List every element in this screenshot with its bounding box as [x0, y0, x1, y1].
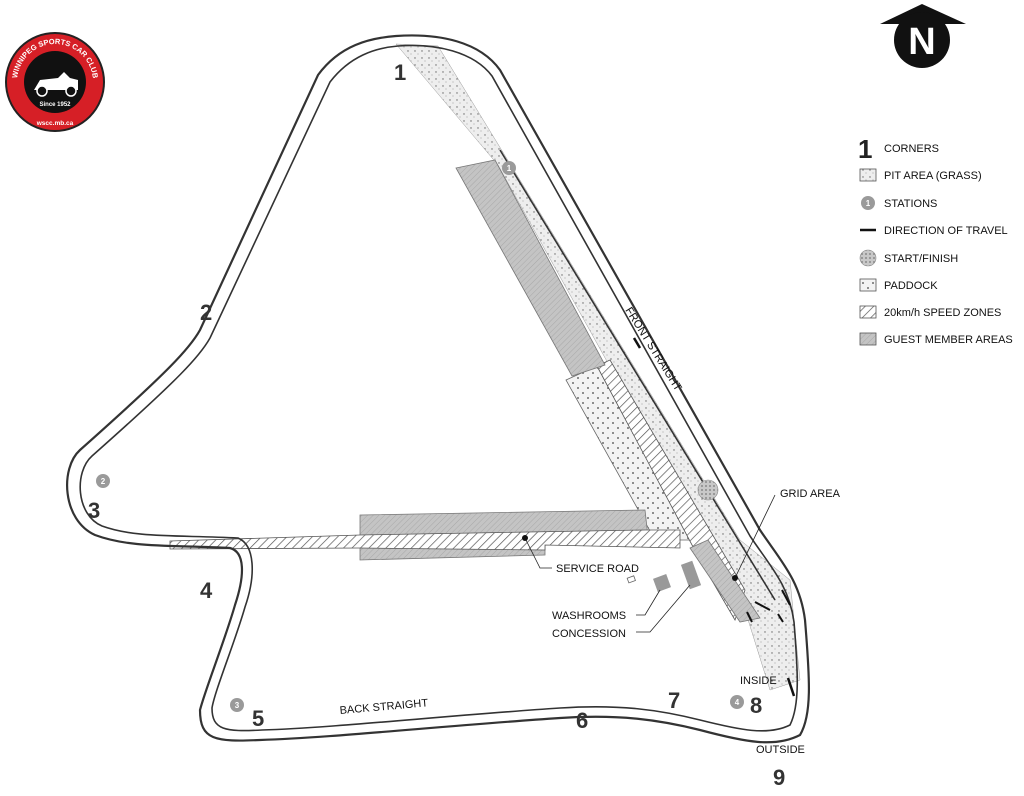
corner-5: 5	[252, 706, 264, 731]
legend-start-finish-swatch	[859, 249, 877, 267]
legend-station-number: 1	[866, 199, 871, 208]
small-marker	[626, 575, 636, 584]
station-4-number: 4	[735, 698, 740, 707]
legend-guest-area-swatch	[859, 332, 877, 346]
legend-corners-symbol: 1	[858, 134, 872, 164]
logo-url: wscc.mb.ca	[36, 120, 74, 127]
station-2: 2	[96, 474, 110, 488]
legend-pit-area: PIT AREA (GRASS)	[884, 170, 982, 182]
corner-8: 8	[750, 693, 762, 718]
car-icon	[34, 72, 78, 90]
pit-area	[395, 43, 801, 691]
corner-1: 1	[394, 60, 406, 85]
grid-area	[689, 539, 761, 623]
club-logo: Since 1952 WINNIPEG SPORTS CAR CLUB wscc…	[5, 32, 105, 132]
station-1: 1	[502, 161, 516, 175]
track-inner-edge	[79, 44, 799, 732]
logo-since: Since 1952	[39, 102, 71, 108]
direction-arrow-grid-2	[781, 589, 791, 606]
station-3-number: 3	[235, 701, 240, 710]
corner-9: 9	[773, 765, 785, 790]
pit-wall-line	[499, 149, 776, 601]
legend-corners: CORNERS	[884, 143, 939, 155]
legend-direction: DIRECTION OF TRAVEL	[884, 225, 1008, 237]
outside-label: OUTSIDE	[756, 744, 805, 756]
legend-paddock: PADDOCK	[884, 280, 938, 292]
station-4: 4	[730, 695, 744, 709]
legend-station-swatch	[861, 196, 875, 210]
service-road-label: SERVICE ROAD	[556, 563, 639, 575]
direction-arrow-grid-1	[754, 601, 771, 611]
legend-paddock-swatch	[859, 278, 877, 292]
washrooms-leader	[636, 589, 661, 616]
corner-6: 6	[576, 708, 588, 733]
station-1-number: 1	[507, 164, 512, 173]
inside-label: INSIDE	[740, 675, 777, 687]
legend: 1 CORNERS PIT AREA (GRASS) 1 STATIONS DI…	[858, 134, 1013, 346]
legend-speed-zone-swatch	[859, 305, 877, 319]
legend-pit-area-swatch	[859, 168, 877, 182]
concession-label: CONCESSION	[552, 628, 626, 640]
service-road	[169, 529, 681, 551]
north-arrow: N	[880, 4, 966, 68]
guest-area-diagonal	[455, 159, 606, 377]
washrooms-label: WASHROOMS	[552, 610, 626, 622]
start-finish-marker	[697, 479, 719, 501]
direction-arrow-grid-4	[777, 613, 784, 623]
back-straight-label: BACK STRAIGHT	[339, 697, 429, 717]
concession-building	[680, 560, 702, 590]
track-outer-edge	[66, 34, 811, 744]
corner-7: 7	[668, 688, 680, 713]
legend-guest-areas: GUEST MEMBER AREAS	[884, 334, 1013, 346]
legend-stations: STATIONS	[884, 198, 937, 210]
corner-3: 3	[88, 498, 100, 523]
grid-area-leader	[734, 494, 776, 579]
station-2-number: 2	[101, 477, 106, 486]
service-road-dot	[522, 535, 528, 541]
service-road-leader	[524, 537, 552, 569]
concession-leader	[636, 584, 691, 633]
grid-area-dot	[732, 575, 738, 581]
direction-arrow-pit-exit	[786, 677, 796, 697]
direction-arrow-grid-3	[746, 611, 753, 623]
legend-speed-zones: 20km/h SPEED ZONES	[884, 307, 1001, 319]
corner-4: 4	[200, 578, 213, 603]
direction-arrow-front	[632, 337, 642, 349]
washrooms-building	[653, 574, 671, 592]
north-letter: N	[908, 21, 935, 63]
station-3: 3	[230, 698, 244, 712]
legend-start-finish: START/FINISH	[884, 253, 958, 265]
corner-2: 2	[200, 300, 212, 325]
grid-area-label: GRID AREA	[780, 488, 841, 500]
